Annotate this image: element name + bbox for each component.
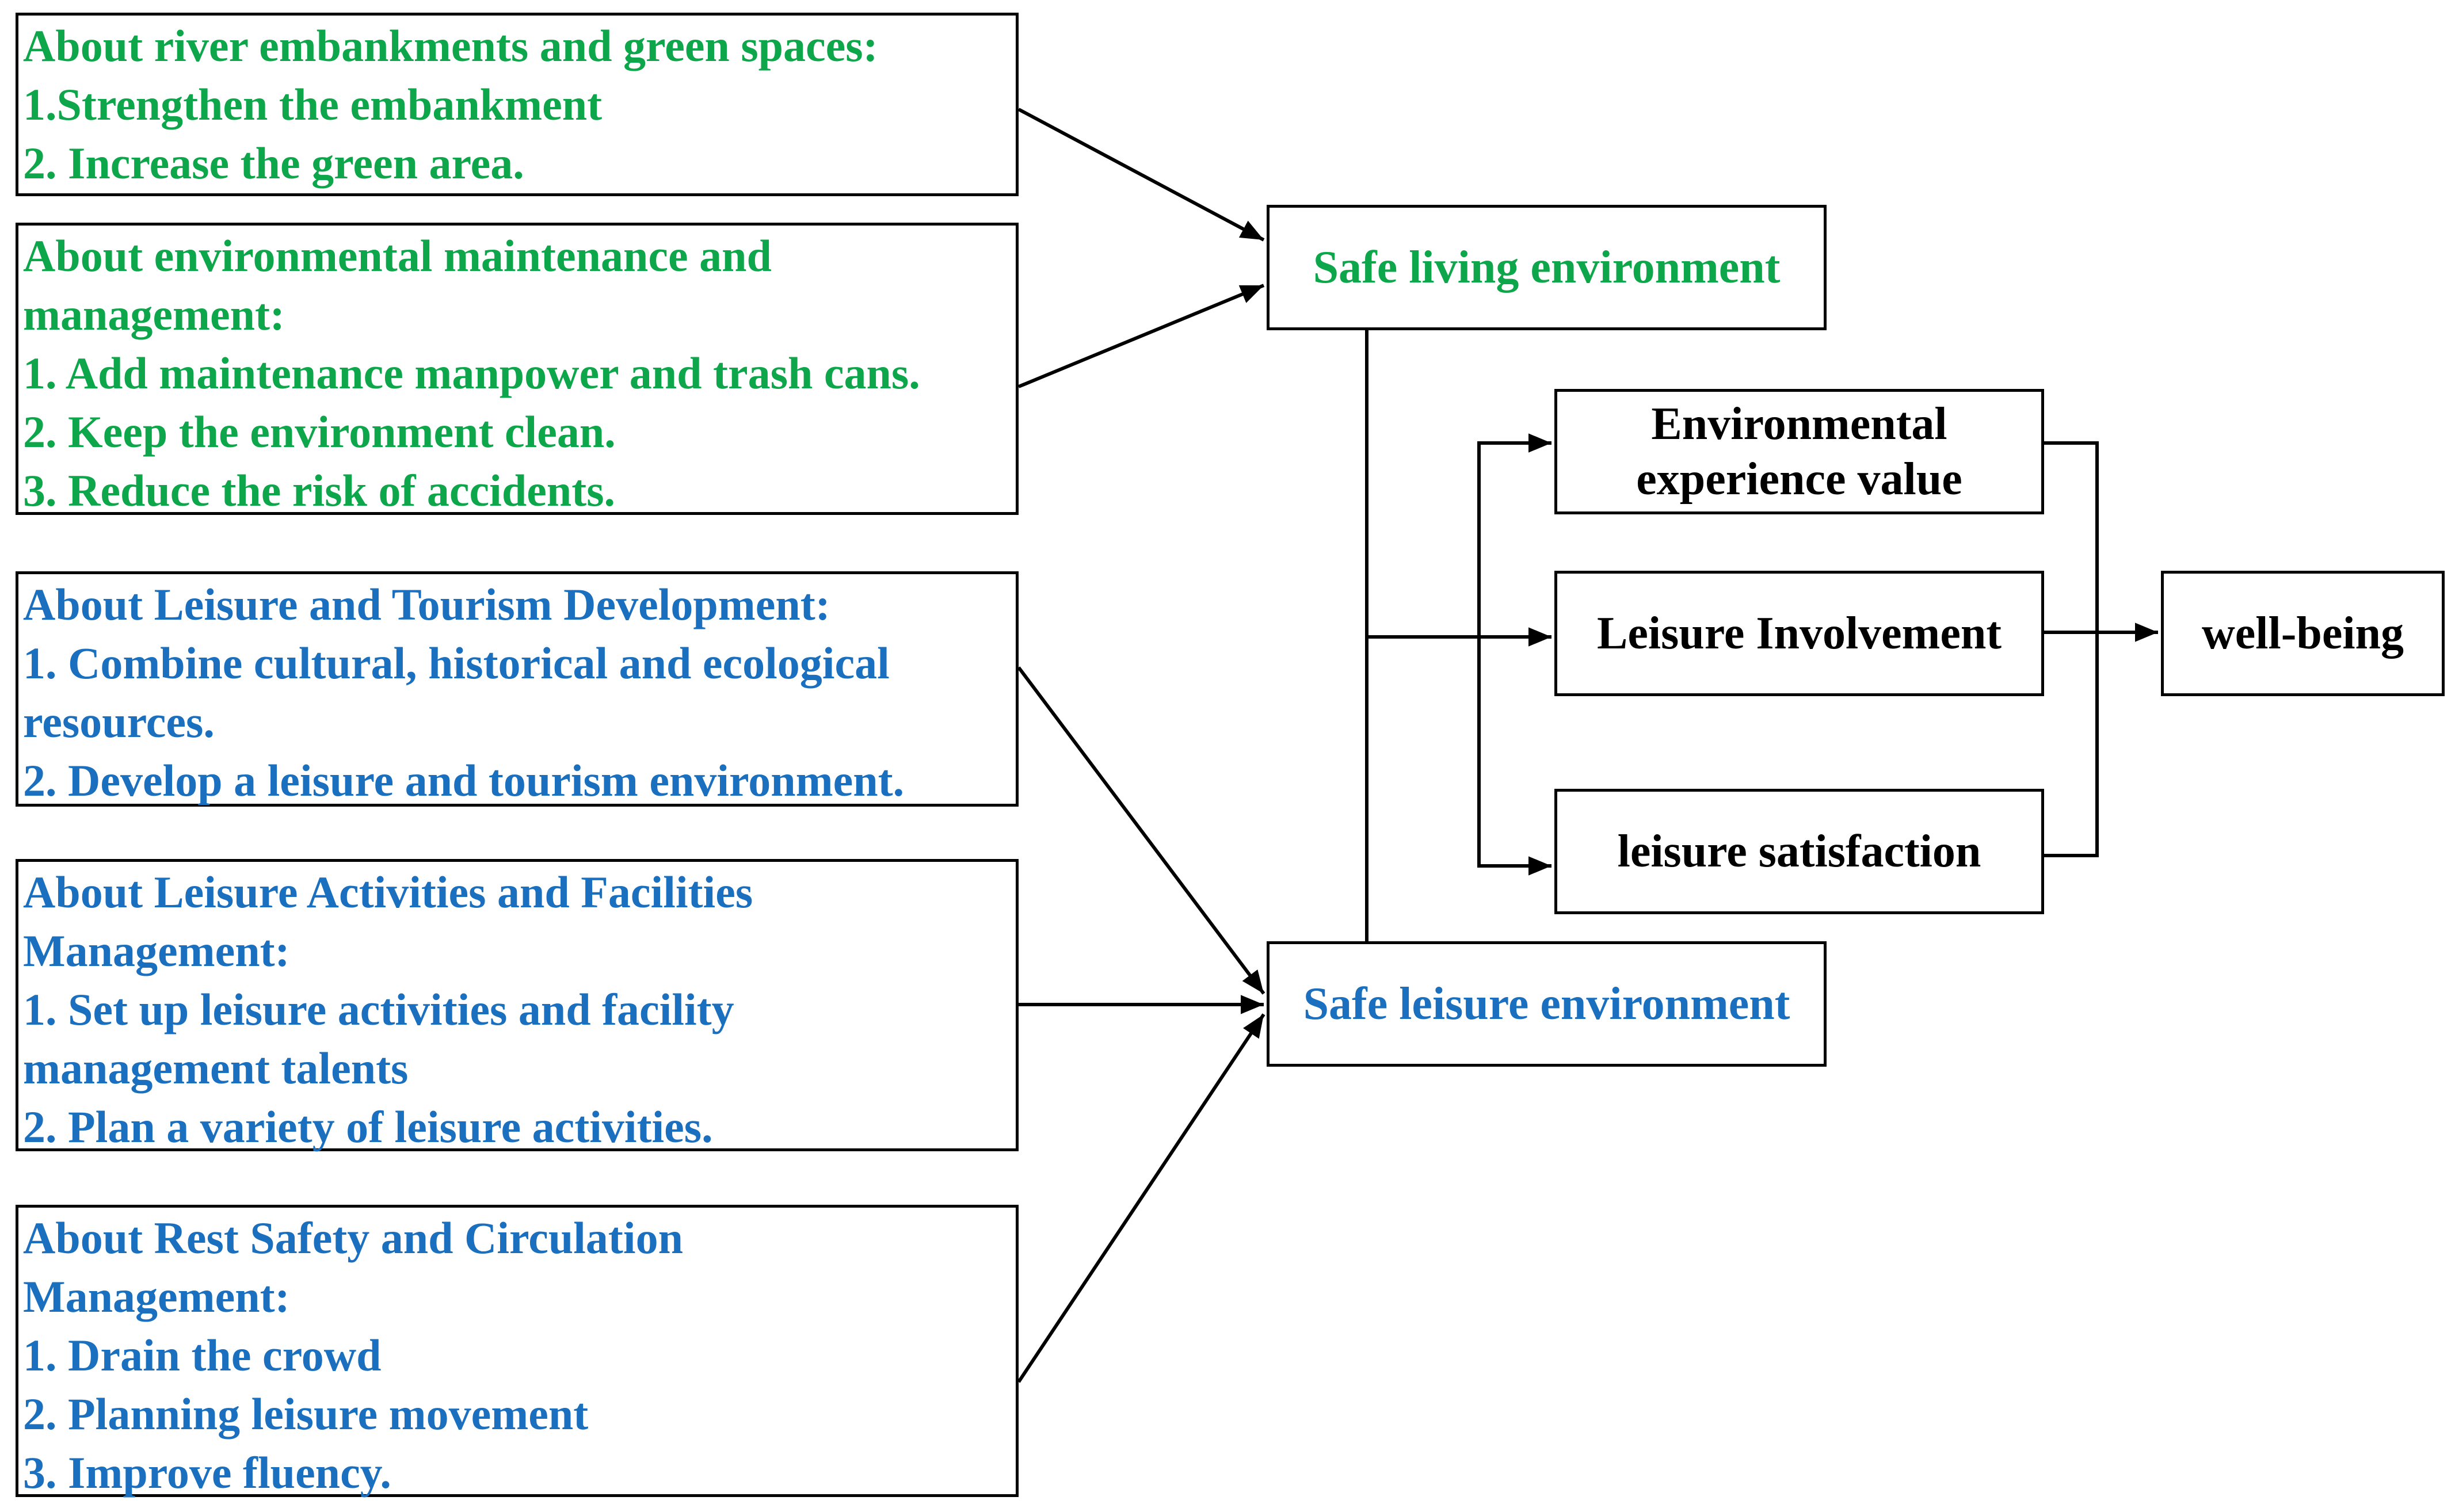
leisure-involvement-box: Leisure Involvement xyxy=(1554,571,2044,696)
tourism-item-1-line2: resources. xyxy=(23,697,215,747)
river-embankment-item-1: 1.Strengthen the embankment xyxy=(23,79,603,129)
rest-safety-item-3: 3. Improve fluency. xyxy=(23,1448,391,1498)
maintenance-item-3: 3. Reduce the risk of accidents. xyxy=(23,465,616,516)
safe-living-environment-box: Safe living environment xyxy=(1267,205,1827,330)
safe-leisure-environment-label: Safe leisure environment xyxy=(1303,979,1790,1029)
arrow-rest-to-leisure xyxy=(1017,1013,1265,1383)
maintenance-item-1: 1. Add maintenance manpower and trash ca… xyxy=(23,348,920,398)
well-being-box: well-being xyxy=(2161,571,2445,696)
maintenance-heading-line1: About environmental maintenance and xyxy=(23,231,772,281)
safe-leisure-environment-box: Safe leisure environment xyxy=(1267,941,1827,1067)
maintenance-item-2: 2. Keep the environment clean. xyxy=(23,407,616,457)
rest-safety-heading-line2: Management: xyxy=(23,1272,290,1322)
activities-item-1-line1: 1. Set up leisure activities and facilit… xyxy=(23,984,734,1034)
safe-living-environment-label: Safe living environment xyxy=(1313,242,1781,293)
experience-label-line2: experience value xyxy=(1636,454,1962,505)
experience-label-line1: Environmental xyxy=(1651,399,1947,449)
leisure-satisfaction-label: leisure satisfaction xyxy=(1617,826,1981,877)
leisure-involvement-label: Leisure Involvement xyxy=(1597,608,2002,659)
tourism-heading: About Leisure and Tourism Development: xyxy=(23,579,830,629)
environmental-maintenance-box: About environmental maintenance and mana… xyxy=(16,223,1019,516)
arrow-tourism-to-leisure xyxy=(1017,666,1265,995)
maintenance-heading-line2: management: xyxy=(23,289,285,339)
rest-safety-box: About Rest Safety and Circulation Manage… xyxy=(16,1205,1019,1498)
river-embankment-item-2: 2. Increase the green area. xyxy=(23,138,524,188)
well-being-label: well-being xyxy=(2201,608,2404,659)
river-embankment-heading: About river embankments and green spaces… xyxy=(23,21,878,71)
tourism-item-1-line1: 1. Combine cultural, historical and ecol… xyxy=(23,638,890,688)
river-embankment-box: About river embankments and green spaces… xyxy=(16,13,1019,196)
activities-heading-line2: Management: xyxy=(23,926,290,976)
activities-item-2: 2. Plan a variety of leisure activities. xyxy=(23,1102,713,1152)
rest-safety-item-2: 2. Planning leisure movement xyxy=(23,1389,589,1439)
leisure-satisfaction-box: leisure satisfaction xyxy=(1554,789,2044,914)
activities-facilities-box: About Leisure Activities and Facilities … xyxy=(16,859,1019,1152)
activities-item-1-line2: management talents xyxy=(23,1043,409,1093)
activities-heading-line1: About Leisure Activities and Facilities xyxy=(23,867,753,917)
rest-safety-heading-line1: About Rest Safety and Circulation xyxy=(23,1213,683,1263)
tourism-item-2: 2. Develop a leisure and tourism environ… xyxy=(23,755,905,805)
arrow-river-to-living xyxy=(1017,108,1265,242)
rest-safety-item-1: 1. Drain the crowd xyxy=(23,1330,382,1380)
tourism-development-box: About Leisure and Tourism Development: 1… xyxy=(16,571,1019,807)
environmental-experience-value-box: Environmental experience value xyxy=(1554,389,2044,514)
arrow-maintenance-to-living xyxy=(1017,284,1265,388)
